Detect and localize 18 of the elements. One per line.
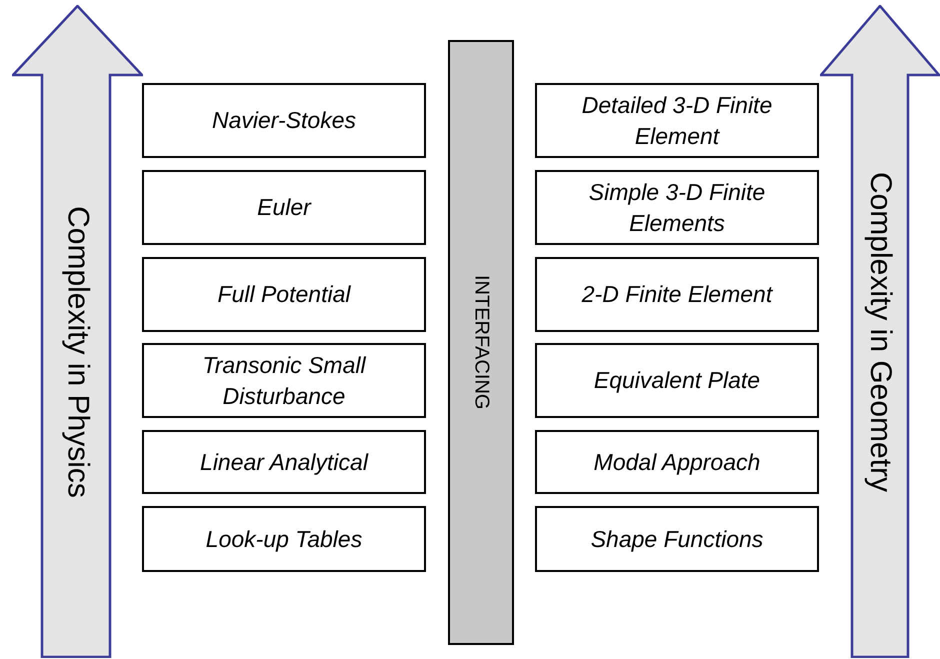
axis-label: Complexity in Geometry — [863, 171, 897, 492]
up-arrow — [820, 5, 940, 658]
method-box: Euler — [142, 170, 426, 245]
axis-label: Complexity in Physics — [60, 206, 94, 498]
method-box: Full Potential — [142, 257, 426, 332]
interfacing-bar — [448, 40, 514, 645]
method-box: Equivalent Plate — [535, 343, 819, 418]
up-arrow — [12, 5, 143, 658]
method-box: Shape Functions — [535, 506, 819, 572]
method-box: Modal Approach — [535, 430, 819, 494]
bar-label: INTERFACING — [470, 275, 492, 410]
method-box: 2-D Finite Element — [535, 257, 819, 332]
method-box: Look-up Tables — [142, 506, 426, 572]
method-box: Transonic Small Disturbance — [142, 343, 426, 418]
method-box: Linear Analytical — [142, 430, 426, 494]
method-box: Navier-Stokes — [142, 83, 426, 158]
method-box: Simple 3-D Finite Elements — [535, 170, 819, 245]
method-box: Detailed 3-D Finite Element — [535, 83, 819, 158]
